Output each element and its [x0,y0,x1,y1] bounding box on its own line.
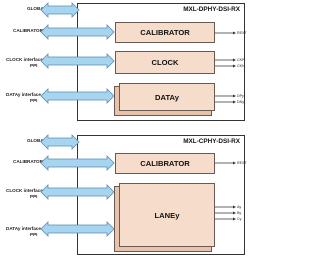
dphy-clock-block-label: CLOCK [151,58,179,67]
cphy-lane-block: LANEy [119,183,215,247]
cphy-clock-ppi-label: PPI [30,194,38,199]
cphy-clock-arrow-icon [40,184,115,200]
dphy-calibrator-block: CALIBRATOR [115,22,215,43]
cphy-calibrator-block: CALIBRATOR [115,153,215,174]
dphy-dpy-label: DPy [237,94,244,98]
cphy-calibrator-arrow-icon [40,155,115,171]
cphy-calibrator-block-label: CALIBRATOR [140,159,190,168]
dphy-rext-label: REXT [237,31,247,35]
dphy-core-title: MXL-DPHY-DSI-RX [183,6,240,13]
dphy-data-block-label: DATAy [155,92,179,102]
cphy-lane-block-label: LANEy [154,210,180,220]
dphy-ckn-label: CKN [237,64,245,68]
cphy-clock-pins-label: CLOCK interface pins [6,188,54,193]
dphy-clock-block: CLOCK [115,51,215,74]
dphy-dny-label: DNy [237,100,244,104]
phy-block-diagram: MXL-DPHY-DSI-RX GLOBAL pins CALIBRATOR p… [6,2,247,255]
dphy-global-arrow-icon [40,2,80,18]
cphy-signal-lines [215,161,236,221]
dphy-data-pins-label: DATAy interface pins [6,92,52,97]
cphy-rext-label: REXT [237,161,247,165]
cphy-global-arrow-icon [40,134,80,150]
dphy-calibrator-block-label: CALIBRATOR [140,28,190,37]
cphy-calibrator-pins-label: CALIBRATOR pins [13,159,54,164]
dphy-clock-pins-label: CLOCK interface pins [6,57,54,62]
dphy-ckp-label: CKP [237,58,245,62]
dphy-signal-lines [215,31,236,104]
cphy-data-pins-label: DATAy interface pins [6,226,52,231]
dphy-data-block: DATAy [119,83,215,111]
dphy-calibrator-pins-label: CALIBRATOR pins [13,28,54,33]
dphy-calibrator-arrow-icon [40,24,115,40]
cphy-by-label: By [237,211,242,215]
dphy-data-arrow-icon [40,88,115,104]
dphy-clock-arrow-icon [40,53,115,69]
dphy-clock-ppi-label: PPI [30,63,38,68]
cphy-data-ppi-label: PPI [30,232,38,237]
cphy-cy-label: Cy [237,217,242,221]
dphy-data-ppi-label: PPI [30,98,38,103]
cphy-data-arrow-icon [40,221,115,237]
cphy-core-title: MXL-CPHY-DSI-RX [183,138,240,145]
cphy-ay-label: Ay [237,205,242,209]
